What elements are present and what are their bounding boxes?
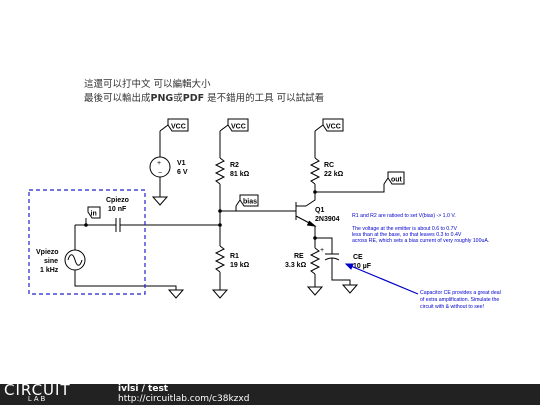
r1-name-label: R1 — [230, 253, 239, 260]
bias-annotation: R1 and R2 are ratioed to set V(bias) -> … — [352, 213, 489, 244]
junction-in — [84, 223, 88, 227]
v1-minus-sign: − — [158, 170, 162, 177]
note-or: 或 — [173, 93, 183, 104]
ce-annotation-arrowhead-icon — [344, 263, 354, 270]
junction-emitter — [313, 236, 317, 240]
bias-net-flag[interactable]: bias — [239, 194, 259, 207]
vpiezo-type-label: sine — [44, 258, 58, 265]
bias-note-line-3: less than at the base, so that leaves 0.… — [352, 232, 462, 238]
cpiezo-value-label: 10 nF — [108, 206, 127, 213]
q1-name-label: Q1 — [315, 207, 324, 214]
vcc-label-rc: VCC — [326, 124, 341, 131]
bias-note-line-1: R1 and R2 are ratioed to set V(bias) -> … — [352, 213, 456, 219]
rc-name-label: RC — [324, 162, 334, 169]
junction-bias — [218, 209, 222, 213]
r1-ground-icon — [211, 289, 229, 299]
vcc-flag-rc[interactable]: VCC — [322, 118, 344, 132]
wire-vpiezo-bottom — [74, 270, 177, 290]
ce-note-line-3: circuit with & without to see! — [420, 304, 484, 310]
r2-resistor[interactable] — [214, 157, 226, 185]
r1-resistor[interactable] — [214, 245, 226, 273]
title-separator: / — [138, 384, 149, 394]
cpiezo-name-label: Cpiezo — [106, 197, 129, 204]
vcc-label-v1: VCC — [171, 124, 186, 131]
circuitlab-logo[interactable]: CIRCUIT — [4, 381, 71, 399]
re-resistor[interactable] — [309, 247, 321, 275]
bias-note-line-4: across RE, which sets a bias current of … — [352, 238, 489, 244]
ce-note-line-2: of extra amplification. Simulate the — [420, 297, 499, 303]
junction-cpiezo-divider — [218, 223, 222, 227]
note-line-2-suffix: 是不錯用的工具 可以試試看 — [204, 93, 325, 104]
v1-ground-icon — [151, 196, 169, 206]
vpiezo-value-label: 1 kHz — [40, 267, 59, 274]
piezo-dashed-box — [28, 189, 146, 295]
ce-name-label: CE — [353, 254, 363, 261]
note-line-2-prefix: 最後可以輸出成 — [84, 93, 151, 104]
re-ground-icon — [306, 286, 324, 296]
q1-value-label: 2N3904 — [315, 216, 340, 223]
ce-annotation: Capacitor CE provides a great deal of ex… — [420, 290, 501, 310]
wire-ce-bottom — [331, 258, 351, 285]
ce-ground-icon — [341, 284, 359, 294]
ce-value-label: 10 µF — [353, 263, 372, 270]
circuit-user: ivlsi — [118, 384, 139, 394]
v1-plus-sign: + — [157, 160, 161, 167]
note-pdf: PDF — [182, 93, 205, 104]
vcc-flag-r2[interactable]: VCC — [227, 118, 249, 132]
junction-collector — [313, 190, 317, 194]
v1-name-label: V1 — [177, 160, 186, 167]
rc-resistor[interactable] — [309, 157, 321, 185]
vcc-label-r2: VCC — [231, 124, 246, 131]
bias-note-line-2: The voltage at the emitter is about 0.6 … — [352, 226, 458, 232]
v1-value-label: 6 V — [177, 169, 188, 176]
re-value-label: 3.3 kΩ — [285, 262, 307, 269]
out-net-label: out — [391, 177, 403, 184]
note-line-2: 最後可以輸出成PNG或PDF 是不錯用的工具 可以試試看 — [84, 90, 324, 104]
note-line-1: 這還可以打中文 可以編輯大小 — [84, 79, 211, 90]
re-name-label: RE — [294, 253, 304, 260]
ce-annotation-arrow-icon — [345, 263, 419, 295]
circuit-title[interactable]: ivlsi / test — [118, 384, 168, 394]
in-net-flag[interactable]: in — [87, 206, 101, 219]
vpiezo-sine-icon — [67, 254, 83, 266]
wire-rc-to-collector — [305, 184, 316, 207]
vpiezo-name-label: Vpiezo — [36, 249, 59, 256]
circuitlab-logo-sub: LAB — [28, 396, 48, 403]
r2-name-label: R2 — [230, 162, 239, 169]
in-net-label: in — [91, 211, 97, 218]
bias-net-label: bias — [243, 199, 257, 206]
vpiezo-ground-icon — [167, 289, 185, 299]
out-net-flag[interactable]: out — [387, 171, 405, 185]
ce-note-line-1: Capacitor CE provides a great deal — [420, 290, 501, 296]
note-png: PNG — [150, 93, 174, 104]
rc-value-label: 22 kΩ — [324, 171, 344, 178]
ce-plus-sign: + — [320, 247, 324, 254]
wire-ce-top — [315, 237, 333, 254]
q1-emitter-arrow-icon — [306, 220, 317, 227]
footer-bar: CIRCUIT LAB ivlsi / test http://circuitl… — [0, 381, 540, 405]
circuit-url-link[interactable]: http://circuitlab.com/c38kzxd — [118, 394, 250, 404]
r2-value-label: 81 kΩ — [230, 171, 250, 178]
vcc-flag-v1[interactable]: VCC — [167, 118, 189, 132]
wire-collector-to-out — [315, 184, 385, 193]
r1-value-label: 19 kΩ — [230, 262, 250, 269]
circuit-name: test — [148, 384, 169, 394]
